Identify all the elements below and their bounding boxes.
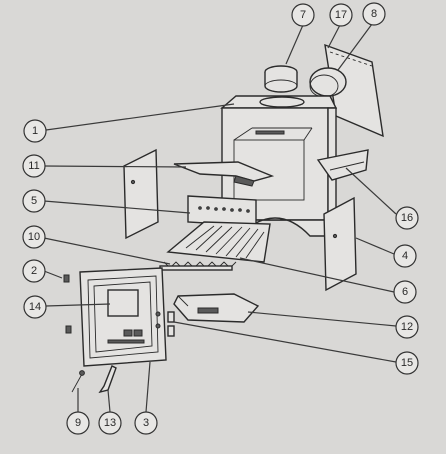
svg-text:7: 7 — [300, 9, 306, 21]
back-firebrick — [187, 195, 257, 227]
svg-text:11: 11 — [28, 160, 39, 172]
leader-lines — [43, 23, 397, 413]
callout-12: 12 — [395, 315, 419, 339]
grate-rail — [159, 261, 237, 271]
callout-16: 16 — [395, 206, 419, 230]
fire-grate — [166, 221, 271, 263]
callout-17: 17 — [329, 3, 353, 27]
svg-text:10: 10 — [28, 231, 40, 243]
flue-collar — [264, 65, 298, 93]
callout-10: 10 — [22, 225, 46, 249]
svg-text:12: 12 — [401, 321, 413, 333]
callout-7: 7 — [291, 3, 315, 27]
svg-text:17: 17 — [335, 9, 347, 21]
back-firebrick-holes — [198, 206, 250, 213]
door-handle — [98, 365, 117, 394]
callout-13: 13 — [98, 411, 122, 435]
door-clip-bottom — [65, 325, 72, 334]
svg-text:13: 13 — [104, 417, 116, 429]
callout-6: 6 — [393, 280, 417, 304]
grate-bars — [185, 225, 265, 259]
callout-4: 4 — [393, 244, 417, 268]
callout-3: 3 — [134, 411, 158, 435]
door-catch — [167, 311, 175, 337]
callout-1: 1 — [23, 119, 47, 143]
svg-text:4: 4 — [402, 250, 408, 262]
callout-2: 2 — [22, 259, 46, 283]
callout-9: 9 — [66, 411, 90, 435]
svg-text:16: 16 — [401, 212, 413, 224]
svg-text:5: 5 — [31, 195, 37, 207]
svg-text:14: 14 — [29, 301, 41, 313]
door-assembly — [79, 267, 167, 367]
svg-text:9: 9 — [75, 417, 81, 429]
svg-text:1: 1 — [32, 125, 38, 137]
callout-11: 11 — [22, 154, 46, 178]
callout-5: 5 — [22, 189, 46, 213]
right-firebrick — [323, 196, 357, 292]
callout-15: 15 — [395, 351, 419, 375]
callout-14: 14 — [23, 295, 47, 319]
baffle-plate — [173, 161, 275, 187]
fixing-stud — [71, 370, 85, 393]
svg-text:2: 2 — [31, 265, 37, 277]
ash-pan — [173, 293, 260, 323]
door-clip-top — [63, 274, 70, 283]
svg-text:15: 15 — [401, 357, 413, 369]
svg-text:6: 6 — [402, 286, 408, 298]
callout-8: 8 — [362, 2, 386, 26]
svg-text:8: 8 — [371, 8, 377, 20]
blanking-plate — [309, 67, 347, 98]
left-firebrick — [123, 148, 159, 240]
svg-text:3: 3 — [143, 417, 149, 429]
hearth-plate — [316, 149, 369, 181]
